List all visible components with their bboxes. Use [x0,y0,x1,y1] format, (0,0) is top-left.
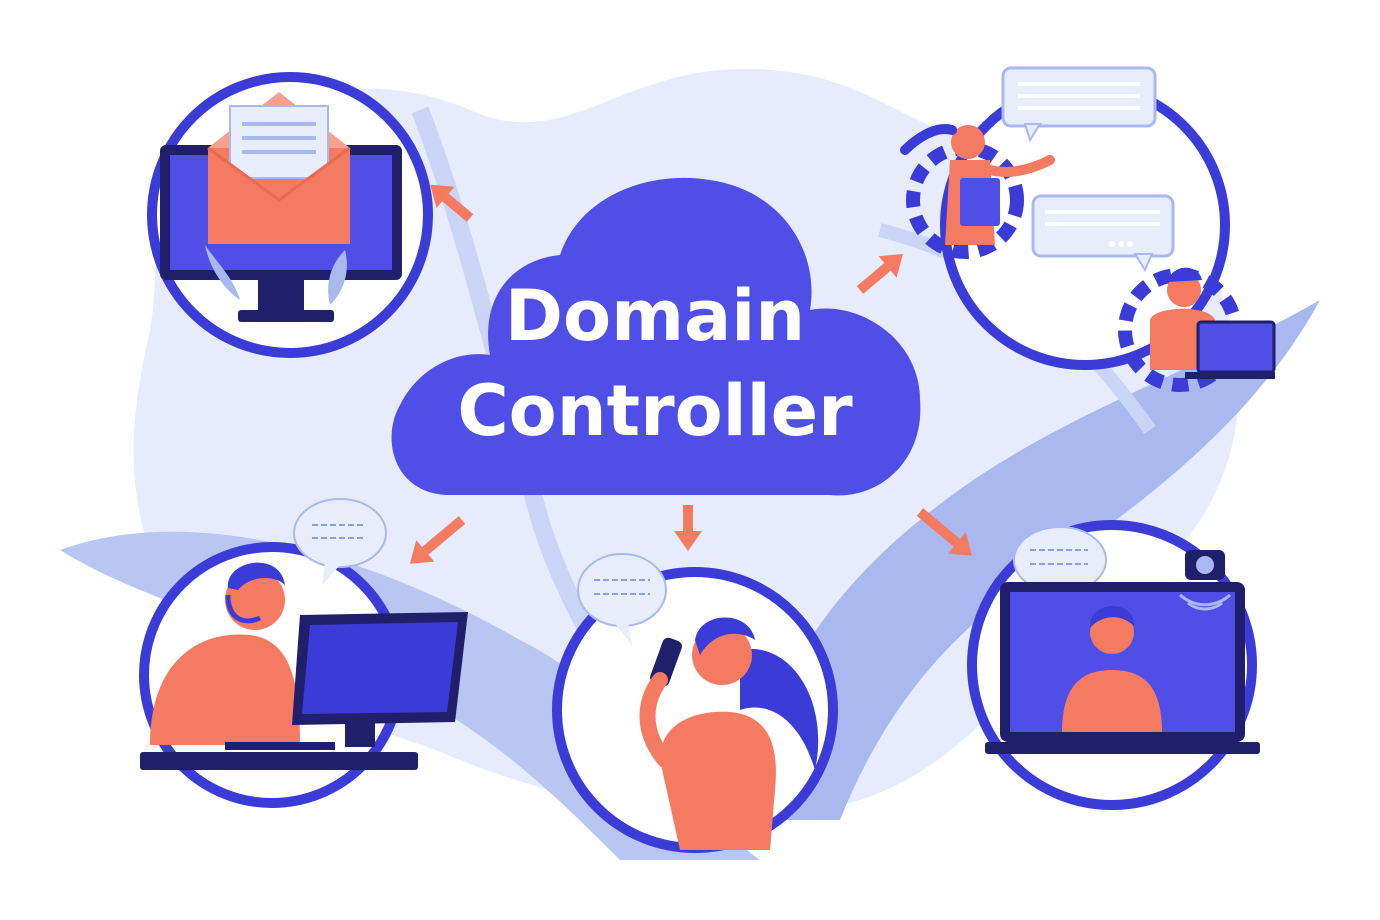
chat-bubble-top [1001,66,1157,143]
node-email-computer [147,72,433,358]
domain-controller-cloud: Domain Controller [391,177,921,496]
node-team-chat [900,66,1276,392]
arrow-to-chat [856,254,903,294]
envelope-monitor-icon [160,92,402,322]
chat-bubble-phone [577,553,667,645]
cloud-title-line1: Domain [505,275,805,357]
connector-arrows [409,184,973,564]
arrow-to-video [916,508,973,556]
woman-phone-icon [639,617,819,850]
node-phone-call [552,553,838,853]
cloud-title-line2: Controller [457,370,853,452]
cloud-shape [391,177,921,496]
laptop-webcam-icon [985,550,1260,754]
node-video-call [967,520,1260,810]
headset-computer-icon [140,562,468,770]
chat-bubble-bottom [1031,194,1175,273]
arrow-to-support [409,516,466,564]
node-support-agent [139,498,468,808]
arrow-to-email [430,184,474,222]
man-laptop-gear-icon [1118,267,1276,392]
chat-bubble-support [293,498,387,585]
arrow-to-phone [674,505,702,551]
woman-gear-icon [900,124,1055,259]
